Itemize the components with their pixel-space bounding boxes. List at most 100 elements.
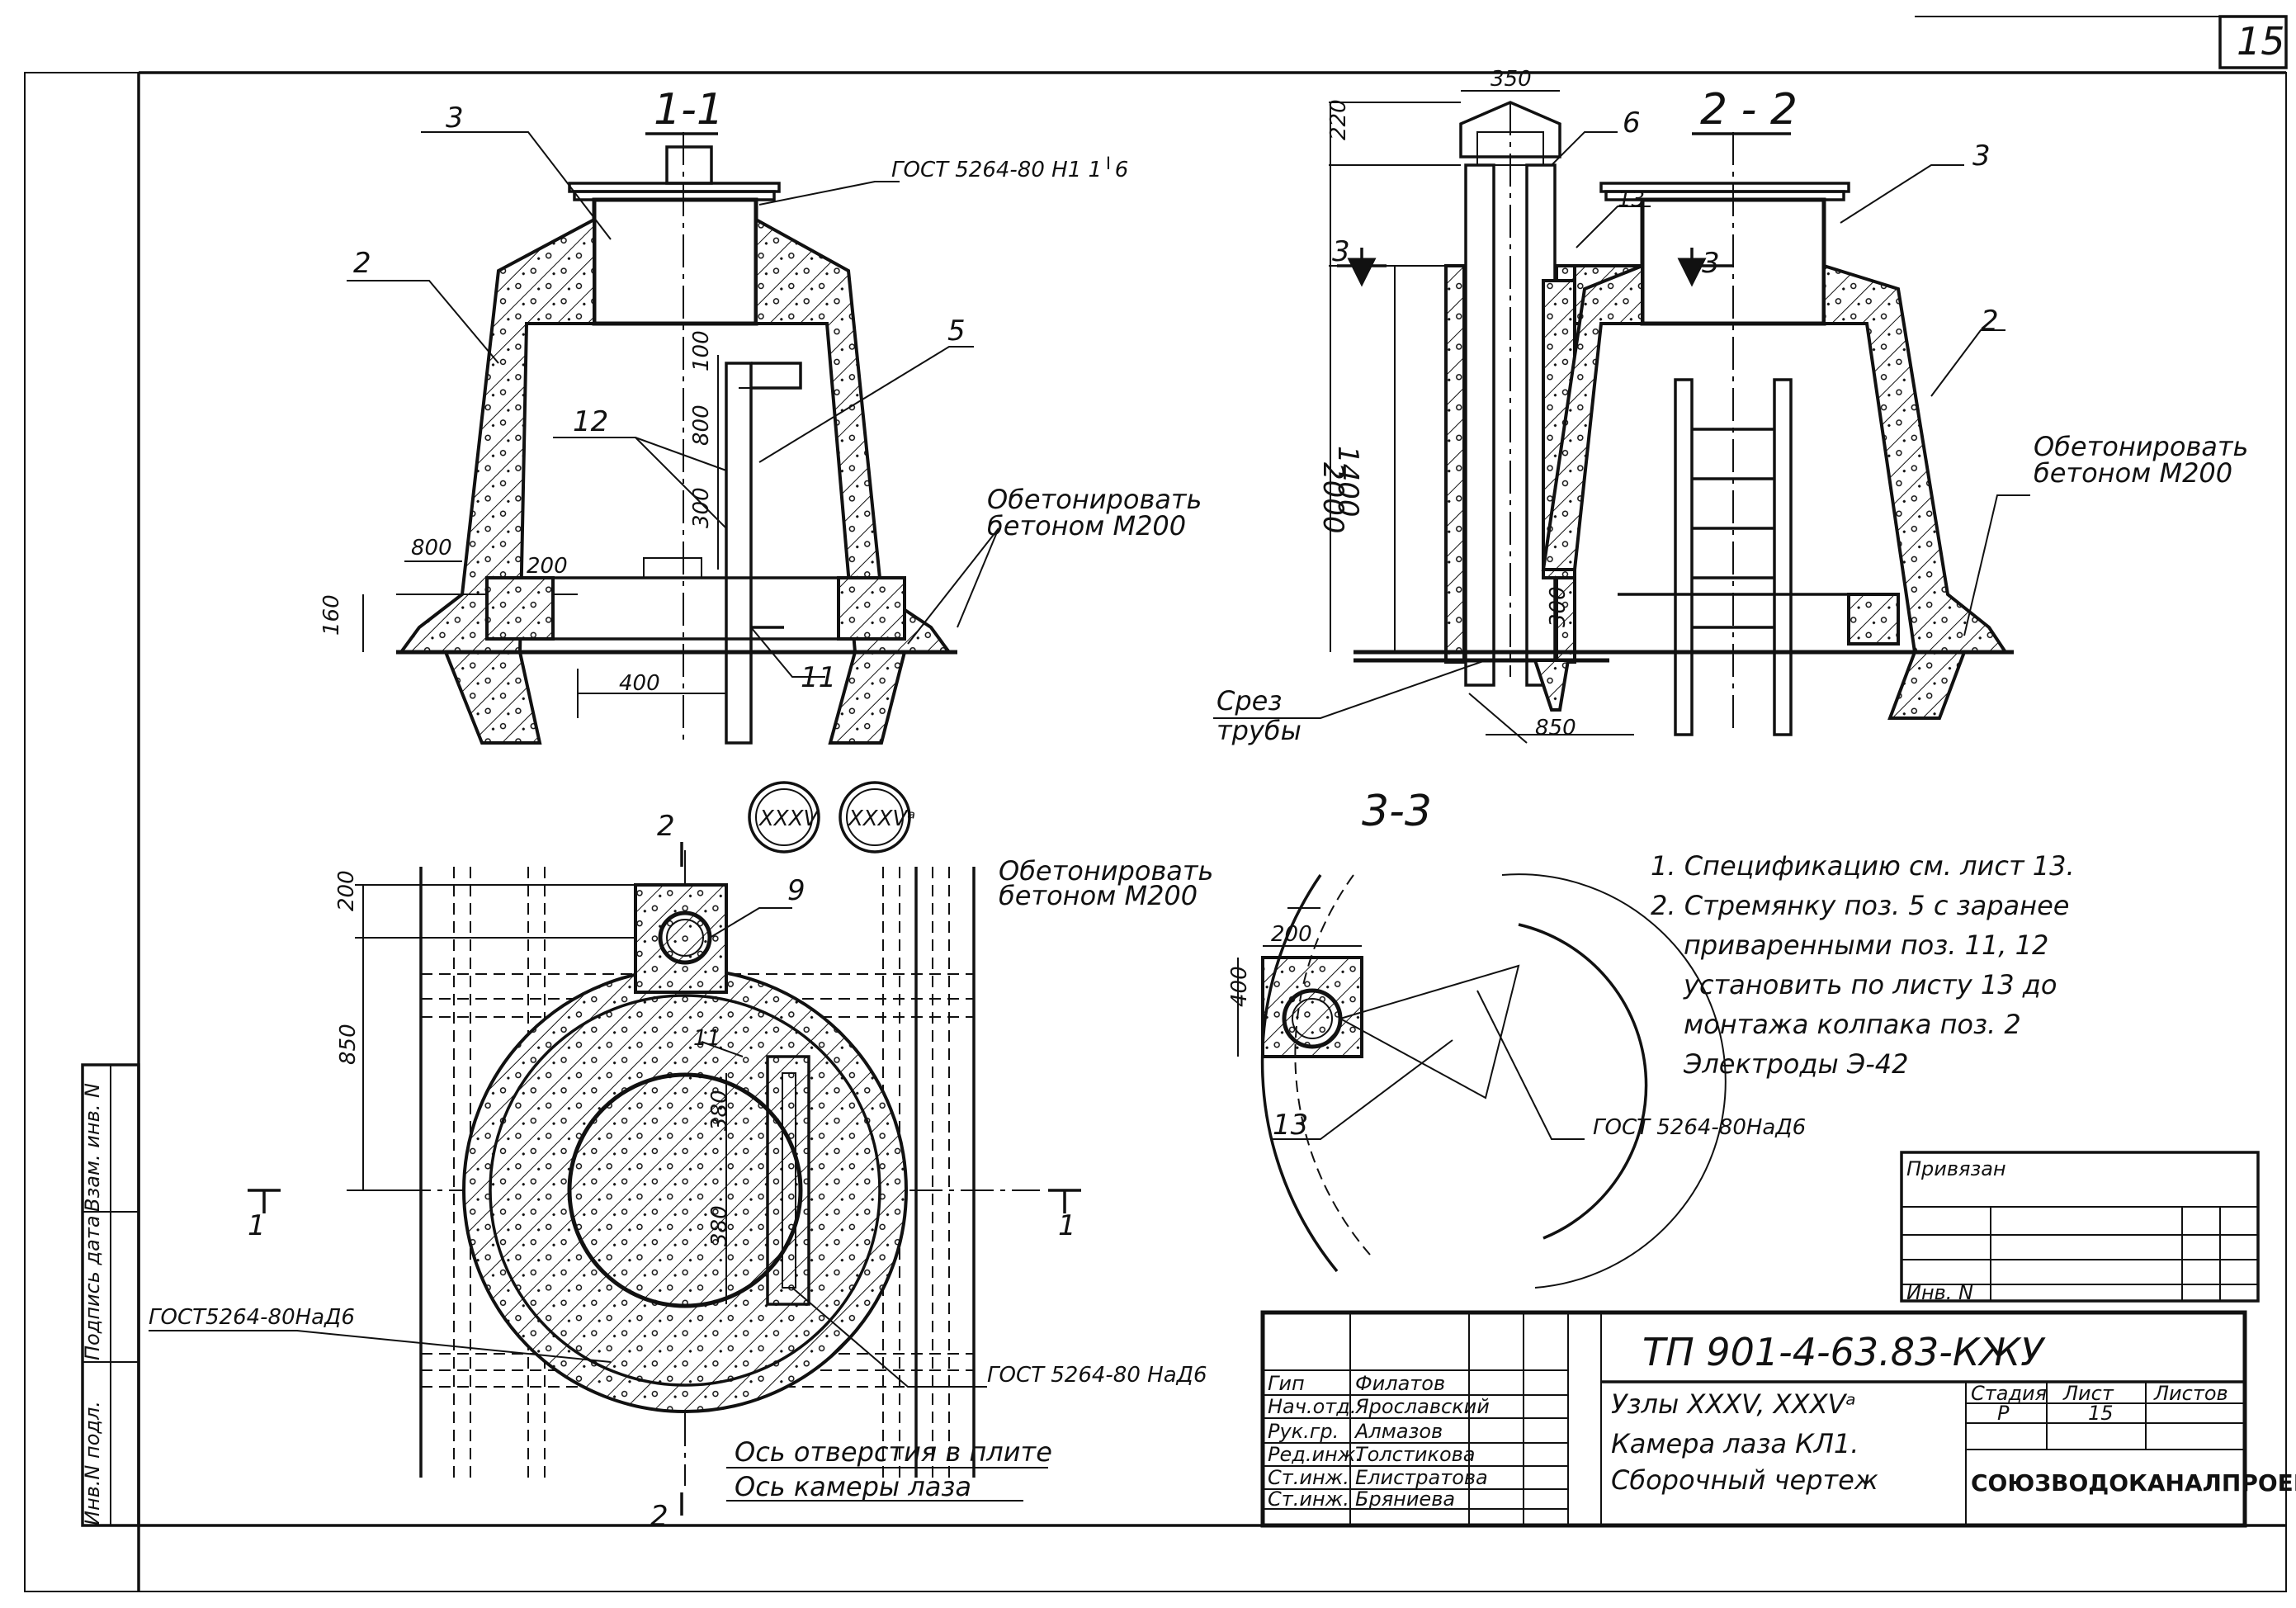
dim-200-s11: 200 [527, 554, 568, 579]
dim-850-plan: 850 [336, 1024, 361, 1065]
dim-100-s11: 100 [689, 330, 714, 371]
dim-220-s22: 220 [1326, 99, 1351, 140]
dim-800b-s11: 800 [689, 404, 714, 446]
binding-inv: Инв. N [1906, 1281, 1973, 1304]
tb-stage-header: Стадия [1971, 1382, 2047, 1405]
side-stamp: Инв.N подл. Подпись дата Взам. инв. N [81, 1063, 140, 1527]
dim-2000-s22: 2000 [1316, 462, 1349, 534]
pos-6-s22: 6 [1623, 106, 1641, 140]
pipe-cut-2: трубы [1217, 715, 1302, 746]
gost-label-top: ГОСТ 5264-80 Н1 1╵6 [891, 156, 1128, 182]
tb-role-6: Ст.инж. [1268, 1487, 1349, 1511]
note-line-3: приваренными поз. 11, 12 [1684, 929, 2048, 961]
side-stamp-sign: Подпись дата [81, 1215, 104, 1360]
tb-stage-value: Р [1997, 1402, 2010, 1425]
concrete-note-s22-2: бетоном М200 [2034, 457, 2232, 489]
dim-200-plan: 200 [334, 870, 359, 911]
concrete-note-s11-2: бетоном М200 [987, 510, 1186, 542]
side-stamp-replace: Взам. инв. N [81, 1083, 104, 1212]
note-line-4: установить по листу 13 до [1683, 969, 2057, 1000]
dim-300-s11: 300 [689, 487, 714, 528]
dim-3a-s22: 3 [1332, 235, 1350, 268]
section-1-1: 1-1 [347, 85, 999, 745]
pos-3-s11: 3 [446, 102, 464, 135]
dim-160-s11: 160 [319, 594, 344, 636]
tb-role-3: Рук.гр. [1268, 1420, 1339, 1443]
pos-11-plan: 11 [693, 1026, 720, 1051]
general-notes: 1. Спецификацию см. лист 13. 2. Стремянк… [1651, 850, 2075, 1080]
section-mark-1-left: 1 [248, 1209, 266, 1242]
axis-chamber-label: Ось камеры лаза [735, 1471, 971, 1502]
tb-desc-1: Узлы XXXV, XXXVᵃ [1611, 1388, 1856, 1420]
note-line-6: Электроды Э-42 [1683, 1048, 1909, 1080]
tb-name-6: Бряниева [1355, 1487, 1455, 1511]
plan-view [149, 842, 1081, 1516]
tb-name-4: Толстикова [1355, 1443, 1476, 1466]
pos-11-s11: 11 [801, 661, 836, 694]
section-label-3-3: 3-3 [1362, 787, 1432, 836]
dim-800-s11: 800 [411, 536, 452, 560]
tb-sheet-header: Лист [2062, 1382, 2114, 1405]
pos-2-s11: 2 [353, 247, 371, 280]
dim-3b-s22: 3 [1702, 247, 1720, 280]
tb-role-1: Гип [1268, 1372, 1305, 1395]
gost-33: ГОСТ 5264-80НаД6 [1593, 1115, 1806, 1140]
note-line-2: 2. Стремянку поз. 5 с заранее [1651, 890, 2069, 921]
dim-200-s33: 200 [1271, 922, 1312, 947]
node-mark-xxxva: XXXVᵃ [847, 806, 915, 831]
sheet-number: 15 [2237, 19, 2285, 64]
concrete-note-s11-1: Обетонировать [987, 484, 1202, 515]
dim-400-s33: 400 [1227, 966, 1252, 1007]
section-mark-2-bottom: 2 [650, 1500, 668, 1533]
side-stamp-inv: Инв.N подл. [81, 1401, 104, 1525]
axis-hole-label: Ось отверстия в плите [735, 1436, 1052, 1468]
pos-3-s22: 3 [1972, 140, 1991, 173]
tb-sheets-header: Листов [2153, 1382, 2228, 1405]
tb-role-2: Нач.отд. [1268, 1395, 1356, 1418]
tb-desc-3: Сборочный чертеж [1611, 1464, 1878, 1496]
concrete-note-s22-1: Обетонировать [2034, 431, 2248, 462]
pipe-cut-1: Срез [1217, 685, 1282, 717]
note-line-1: 1. Спецификацию см. лист 13. [1651, 850, 2075, 882]
concrete-note-s33-1: Обетонировать [999, 855, 1213, 887]
pos-9-plan: 9 [787, 874, 805, 907]
title-block [1260, 1310, 2247, 1528]
dim-350-s22: 350 [1491, 67, 1532, 92]
pos-5-s11: 5 [947, 315, 966, 348]
tb-desc-2: Камера лаза КЛ1. [1611, 1428, 1859, 1459]
section-label-1-1: 1-1 [654, 85, 724, 135]
title-code: ТП 901-4-63.83-КЖУ [1642, 1330, 2046, 1374]
dim-380b-plan: 380 [707, 1205, 732, 1246]
tb-role-4: Ред.инж. [1268, 1443, 1362, 1466]
section-mark-1-right: 1 [1058, 1209, 1076, 1242]
section-2-2: 2 - 2 [1213, 85, 2030, 744]
concrete-note-s33-2: бетоном М200 [999, 880, 1198, 911]
binding-title: Привязан [1906, 1157, 2006, 1180]
tb-name-3: Алмазов [1354, 1420, 1443, 1443]
dim-400-s11: 400 [619, 671, 660, 696]
dim-380a-plan: 380 [707, 1090, 732, 1131]
dim-300-s22: 300 [1546, 586, 1571, 627]
pos-12-s11: 12 [573, 405, 608, 438]
dim-1400-s22: 1400 [1331, 446, 1364, 518]
pos-13-s22: 13 [1618, 187, 1645, 212]
pos-2-s22: 2 [1981, 305, 1999, 338]
tb-name-5: Елистратова [1355, 1466, 1488, 1489]
tb-name-2: Ярославский [1354, 1395, 1490, 1418]
gost-plan-right: ГОСТ 5264-80 НаД6 [987, 1363, 1207, 1388]
section-label-2-2: 2 - 2 [1700, 85, 1798, 135]
gost-plan-left: ГОСТ5264-80НаД6 [149, 1305, 355, 1330]
pos-13-s33: 13 [1273, 1109, 1308, 1142]
tb-name-1: Филатов [1355, 1372, 1445, 1395]
binding-block [1900, 1151, 2260, 1303]
node-mark-xxxv: XXXV [758, 806, 820, 831]
section-3-3: 3-3 [1237, 787, 1727, 1289]
tb-organization: СОЮЗВОДОКАНАЛПРОЕКТ [1971, 1469, 2296, 1497]
node-marks [748, 781, 911, 854]
section-mark-2-top: 2 [657, 810, 675, 843]
dim-850-s22: 850 [1535, 716, 1576, 740]
tb-sheet-value: 15 [2088, 1402, 2114, 1425]
tb-role-5: Ст.инж. [1268, 1466, 1349, 1489]
note-line-5: монтажа колпака поз. 2 [1684, 1009, 2021, 1040]
